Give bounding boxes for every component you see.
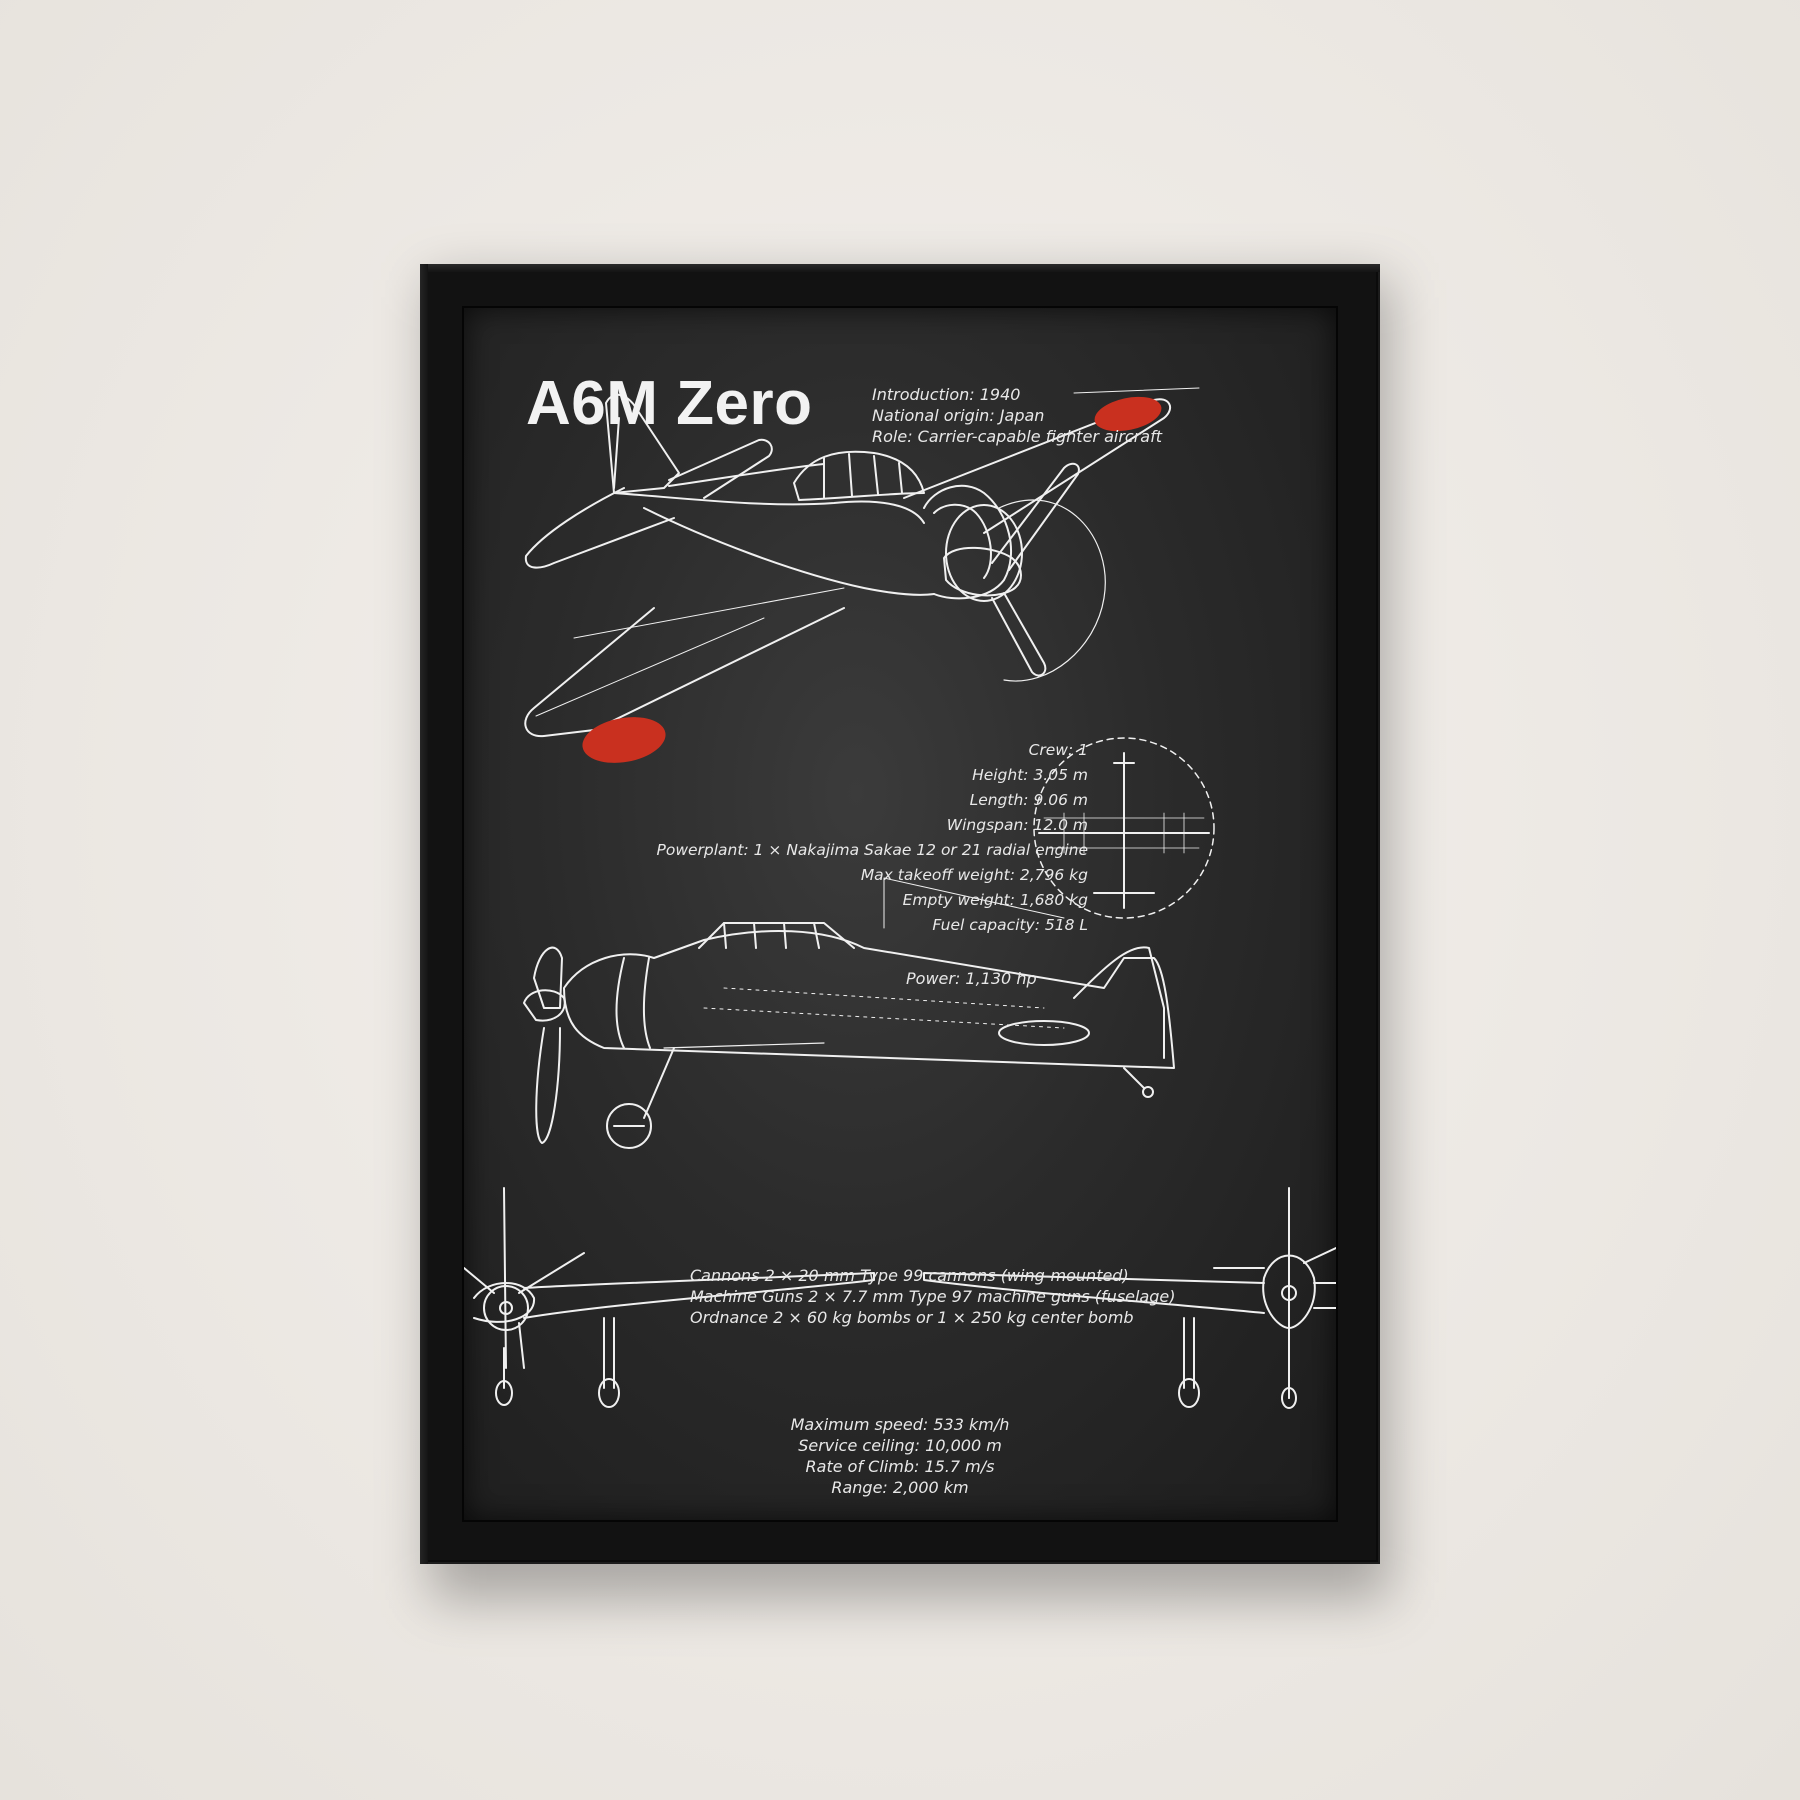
- spec-powerplant: Powerplant: 1 × Nakajima Sakae 12 or 21 …: [656, 841, 1089, 859]
- perf-rate-of-climb: Rate of Climb: 15.7 m/s: [805, 1457, 995, 1476]
- spec-max-takeoff-weight: Max takeoff weight: 2,796 kg: [860, 866, 1088, 884]
- armament-block: Cannons 2 × 20 mm Type 99 cannons (wing-…: [690, 1265, 1175, 1328]
- hinomaru-roundels: [582, 396, 1162, 763]
- performance-block: Maximum speed: 533 km/h Service ceiling:…: [464, 1414, 1336, 1498]
- frame-bevel-left: [420, 264, 428, 1564]
- spec-empty-weight: Empty weight: 1,680 kg: [902, 891, 1088, 909]
- perf-max-speed: Maximum speed: 533 km/h: [790, 1415, 1010, 1434]
- rear-view-drawing: [923, 1187, 1336, 1409]
- intro-origin: National origin: Japan: [872, 406, 1045, 425]
- intro-block: Introduction: 1940 National origin: Japa…: [872, 384, 1162, 447]
- aircraft-line-art: [464, 387, 1336, 1409]
- picture-frame: A6M Zero Introduction: 1940 National ori…: [420, 264, 1380, 1564]
- perf-service-ceiling: Service ceiling: 10,000 m: [798, 1436, 1002, 1455]
- armament-ordnance: Ordnance 2 × 60 kg bombs or 1 × 250 kg c…: [690, 1308, 1134, 1327]
- spec-wingspan: Wingspan: 12.0 m: [946, 816, 1088, 834]
- frame-bevel-top: [420, 264, 1380, 272]
- intro-role: Role: Carrier-capable fighter aircraft: [872, 427, 1162, 446]
- perf-range: Range: 2,000 km: [831, 1478, 969, 1497]
- spec-height: Height: 3.05 m: [972, 766, 1088, 784]
- front-view-drawing: [464, 1187, 875, 1408]
- spec-fuel-capacity: Fuel capacity: 518 L: [932, 916, 1088, 934]
- side-view-drawing: [523, 877, 1175, 1149]
- spec-power: Power: 1,130 hp: [906, 969, 1037, 988]
- poster-title: A6M Zero: [526, 369, 813, 438]
- armament-cannons: Cannons 2 × 20 mm Type 99 cannons (wing-…: [690, 1266, 1129, 1285]
- spec-crew: Crew: 1: [1028, 741, 1088, 759]
- spec-length: Length: 9.06 m: [969, 791, 1088, 809]
- intro-introduction: Introduction: 1940: [872, 385, 1021, 404]
- specs-block: Crew: 1 Height: 3.05 m Length: 9.06 m Wi…: [657, 738, 1089, 938]
- top-view-inset: [1033, 737, 1215, 919]
- blueprint-poster: A6M Zero Introduction: 1940 National ori…: [464, 308, 1336, 1520]
- armament-machine-guns: Machine Guns 2 × 7.7 mm Type 97 machine …: [690, 1287, 1176, 1306]
